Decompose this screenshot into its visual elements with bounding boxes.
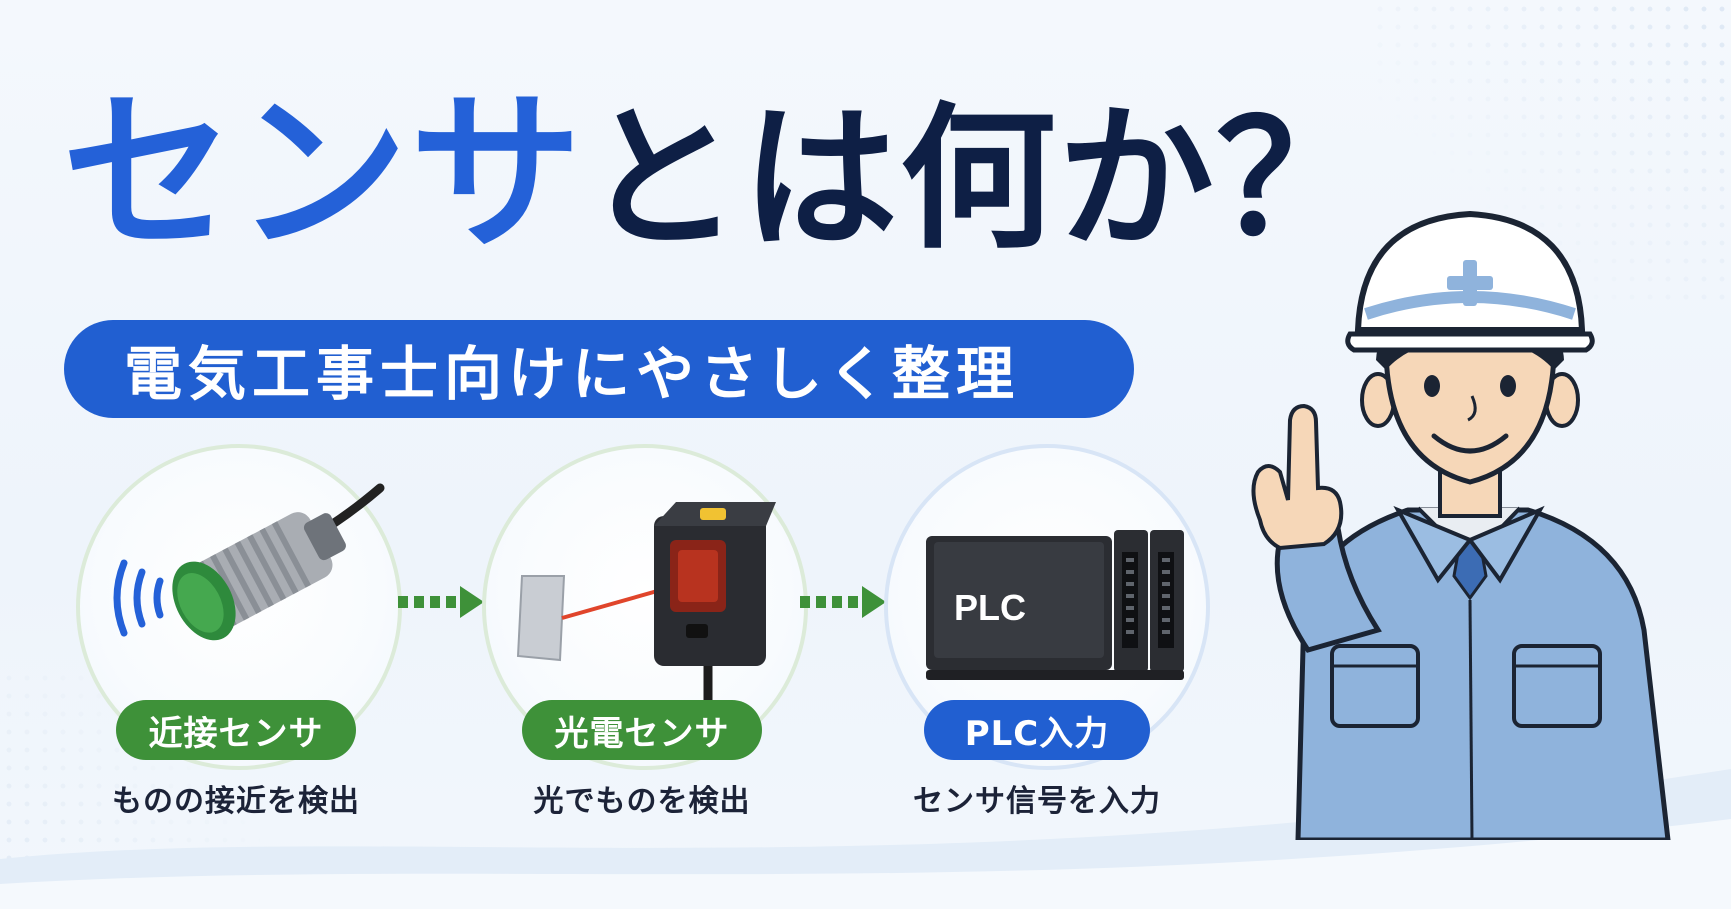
background-wave	[0, 769, 1731, 909]
caption-plc-input: センサ信号を入力	[913, 784, 1161, 819]
subtitle-text: 電気工事士向けにやさしく整理	[124, 340, 1021, 408]
caption-proximity-sensor: ものの接近を検出	[112, 784, 360, 819]
worker-illustration	[1251, 210, 1671, 840]
title-highlight: センサ	[62, 73, 584, 274]
page-title: センサとは何か？	[62, 88, 1374, 260]
plc-device-label: PLC	[954, 587, 1026, 628]
badge-proximity-sensor: 近接センサ	[116, 700, 356, 760]
plc-icon: PLC	[926, 530, 1184, 680]
title-rest: とは何か？	[584, 88, 1374, 270]
arrow-right-icon	[398, 586, 484, 618]
badge-plc-input: PLC入力	[924, 700, 1150, 760]
arrow-right-icon	[800, 586, 886, 618]
subtitle-banner: 電気工事士向けにやさしく整理	[64, 320, 1134, 418]
proximity-sensor-icon	[113, 483, 385, 641]
caption-photoelectric-sensor: 光でものを検出	[533, 784, 751, 819]
badge-photoelectric-sensor: 光電センサ	[522, 700, 762, 760]
